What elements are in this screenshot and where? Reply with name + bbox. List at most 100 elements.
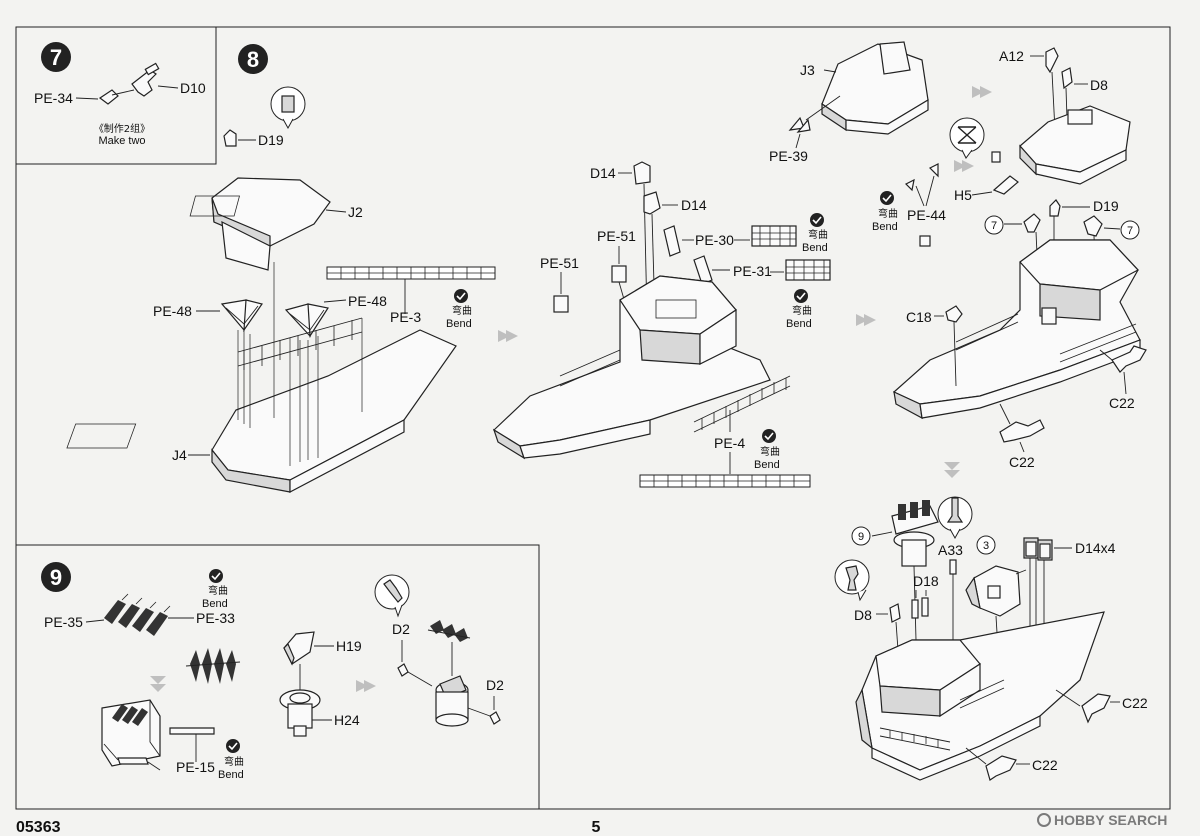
svg-text:Bend: Bend <box>802 242 828 254</box>
callout-a33-zoom <box>937 496 973 540</box>
part-middle-hull <box>492 275 791 460</box>
label-d2-left: D2 <box>392 621 410 637</box>
part-d19 <box>223 129 237 147</box>
label-h24: H24 <box>334 712 360 728</box>
label-h19: H19 <box>336 638 362 654</box>
label-pe34: PE-34 <box>34 90 73 106</box>
label-j3: J3 <box>800 62 815 78</box>
label-pe48-right: PE-48 <box>348 293 387 309</box>
part-pe48-left <box>220 299 263 333</box>
part-turret-assembly <box>965 565 1027 651</box>
part-pe51 <box>553 246 631 321</box>
svg-text:Bend: Bend <box>872 221 898 233</box>
step9-badge <box>41 562 71 592</box>
label-a12: A12 <box>999 48 1024 64</box>
callout-d19-zoom <box>270 86 306 130</box>
svg-text:Bend: Bend <box>202 598 228 610</box>
label-pe3: PE-3 <box>390 309 421 325</box>
bend-note-pe33: 弯曲 Bend <box>202 569 228 610</box>
part-right-hull <box>892 239 1141 420</box>
label-pe30: PE-30 <box>695 232 734 248</box>
svg-text:弯曲: 弯曲 <box>792 304 812 317</box>
label-pe48-left: PE-48 <box>153 303 192 319</box>
svg-text:Bend: Bend <box>218 769 244 781</box>
ref-step7-left: 7 <box>984 215 1004 235</box>
ref-step7-right: 7 <box>1120 220 1140 240</box>
callout-pe44-zoom <box>949 117 985 159</box>
label-c22-right: C22 <box>1109 395 1135 411</box>
label-c22-lower: C22 <box>1009 454 1035 470</box>
bend-note-pe4: 弯曲 Bend <box>754 429 780 471</box>
part-pe33-folded <box>185 648 241 684</box>
part-c22-lower <box>999 403 1045 453</box>
part-pe35-pe33-sheet <box>85 593 194 636</box>
gun-part <box>75 62 179 105</box>
step9-number: 9 <box>50 565 62 590</box>
label-d19: D19 <box>258 132 284 148</box>
part-c22-right <box>1099 345 1147 395</box>
arrow-step9-down <box>150 676 166 692</box>
part-j4-deck <box>66 262 457 493</box>
arrow-stage-3 <box>972 86 992 98</box>
svg-text:Bend: Bend <box>786 318 812 330</box>
arrow-stage-5 <box>944 462 960 478</box>
watermark: HOBBY SEARCH <box>1037 812 1167 828</box>
arrow-stage-1 <box>498 330 518 342</box>
step7: 7 PE-34 D10 《制作2组》 Make two <box>34 42 206 147</box>
label-h5: H5 <box>954 187 972 203</box>
label-d18: D18 <box>913 573 939 589</box>
svg-text:弯曲: 弯曲 <box>760 445 780 458</box>
svg-text:7: 7 <box>991 220 997 232</box>
page-frame <box>15 26 1171 810</box>
label-pe4: PE-4 <box>714 435 745 451</box>
label-c18: C18 <box>906 309 932 325</box>
part-pe44 <box>904 163 939 247</box>
bend-note-pe31: 弯曲 Bend <box>786 289 812 330</box>
bend-note-pe44: 弯曲 Bend <box>872 191 898 233</box>
page-code: 05363 <box>16 819 61 836</box>
step9-box <box>15 544 540 810</box>
label-d19-right: D19 <box>1093 198 1119 214</box>
part-searchlight-pe <box>427 620 471 676</box>
part-small-bracket <box>991 151 1001 163</box>
label-a33: A33 <box>938 542 963 558</box>
label-c22-final-lower: C22 <box>1032 757 1058 773</box>
label-pe31: PE-31 <box>733 263 772 279</box>
step7-note-en: Make two <box>98 135 145 147</box>
callout-d2-zoom <box>374 574 410 618</box>
ref-step3: 3 <box>976 535 996 555</box>
step7-badge <box>41 42 71 72</box>
part-pe39 <box>788 95 841 149</box>
svg-text:弯曲: 弯曲 <box>224 755 244 768</box>
pe30-ladder-flat <box>751 225 797 247</box>
label-d10: D10 <box>180 80 206 96</box>
part-j3-superstructure <box>821 41 929 135</box>
part-pe30-ladder <box>663 225 797 257</box>
step8-number: 8 <box>247 47 259 72</box>
label-pe51-lower: PE-51 <box>540 255 579 271</box>
label-pe44: PE-44 <box>907 207 946 223</box>
step7-box <box>15 26 217 165</box>
watermark-text: HOBBY SEARCH <box>1054 812 1167 828</box>
part-h5 <box>971 175 1019 196</box>
step9: 9 弯曲 Bend PE-35 PE-33 <box>41 562 504 781</box>
page-number: 5 <box>592 819 601 836</box>
arrow-stage-4 <box>954 160 974 172</box>
part-h19 <box>283 631 334 690</box>
label-d14-mid: D14 <box>681 197 707 213</box>
label-d14x4: D14x4 <box>1075 540 1116 556</box>
part-h24 <box>279 689 332 737</box>
step8: 8 D19 J2 <box>66 41 1148 781</box>
label-pe39: PE-39 <box>769 148 808 164</box>
part-c22-final-upper <box>1055 689 1120 724</box>
bend-note-pe15: 弯曲 Bend <box>218 739 244 781</box>
label-d2-right: D2 <box>486 677 504 693</box>
label-c22-final-upper: C22 <box>1122 695 1148 711</box>
svg-text:弯曲: 弯曲 <box>808 228 828 241</box>
part-d2-right <box>467 696 501 725</box>
label-pe51-upper: PE-51 <box>597 228 636 244</box>
svg-text:3: 3 <box>983 540 989 552</box>
step7-note-cn: 《制作2组》 <box>94 122 150 135</box>
svg-text:弯曲: 弯曲 <box>208 584 228 597</box>
svg-text:弯曲: 弯曲 <box>878 207 898 220</box>
